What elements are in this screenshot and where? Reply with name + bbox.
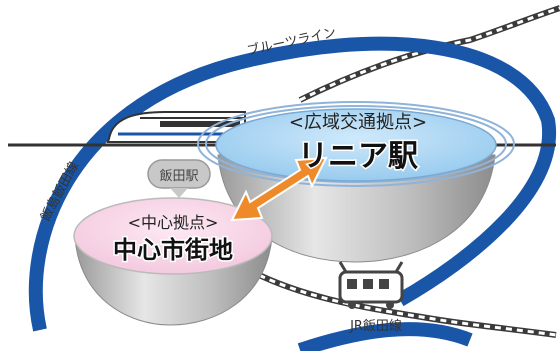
railway-jr-ties (239, 263, 557, 337)
wide-name-label: リニア駅 (298, 139, 418, 174)
iijima-line-label: 飯島飯田線 (37, 159, 82, 224)
central-city-bowl (73, 197, 273, 326)
jr-line-label: JR飯田線 (349, 318, 402, 334)
blue-ring-road (28, 36, 557, 332)
wide-role-label: <広域交通拠点> (289, 112, 427, 133)
blue-ring-road-lower (297, 322, 473, 355)
train-icon (338, 261, 404, 309)
railway-top-right-ties (299, 6, 560, 102)
double-arrow-icon (230, 156, 328, 222)
central-name-label: 中心市街地 (113, 236, 233, 264)
iida-station-marker (147, 159, 211, 198)
iida-station-label: 飯田駅 (159, 169, 198, 184)
central-role-label: <中心拠点> (128, 213, 219, 232)
